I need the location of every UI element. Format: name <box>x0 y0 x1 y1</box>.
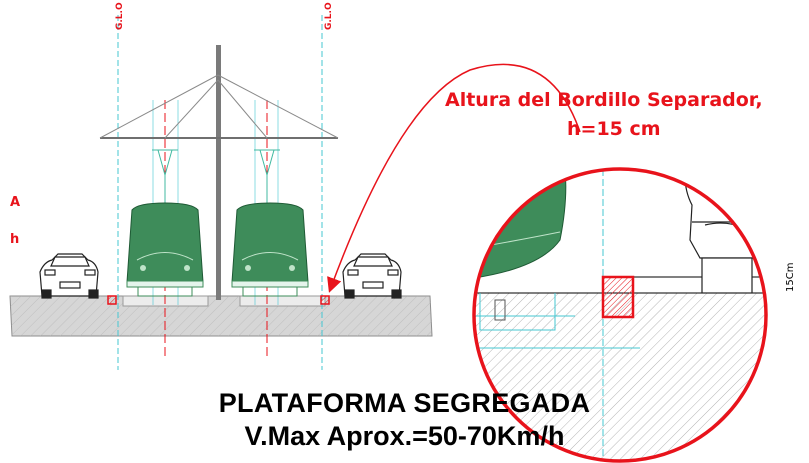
tram-platform-right <box>239 295 326 307</box>
diagram-subtitle: V.Max Aprox.=50-70Km/h <box>244 421 565 451</box>
ground-slab <box>9 295 433 337</box>
curb-height-value: h=15 cm <box>567 118 661 140</box>
catenary-pole <box>99 45 339 300</box>
gauge-label-left: G.L.O <box>115 2 125 30</box>
tram-right <box>231 202 309 297</box>
edge-text-fragment-1: A <box>10 195 21 210</box>
car-right <box>342 253 402 299</box>
dimension-label: 15Cm <box>785 262 796 292</box>
separator-curb-left <box>107 295 117 305</box>
zoom-circle <box>472 167 768 463</box>
separator-curb-right <box>320 295 330 305</box>
edge-text-fragment-2: h <box>10 232 20 247</box>
curb-height-caption: Altura del Bordillo Separador, <box>445 89 763 111</box>
tram-left <box>126 202 204 297</box>
car-left <box>39 253 99 299</box>
pantographs <box>152 149 280 205</box>
callout-arrow <box>327 63 581 293</box>
gauge-label-right: G.L.O <box>324 2 334 30</box>
diagram-title: PLATAFORMA SEGREGADA <box>218 388 591 418</box>
